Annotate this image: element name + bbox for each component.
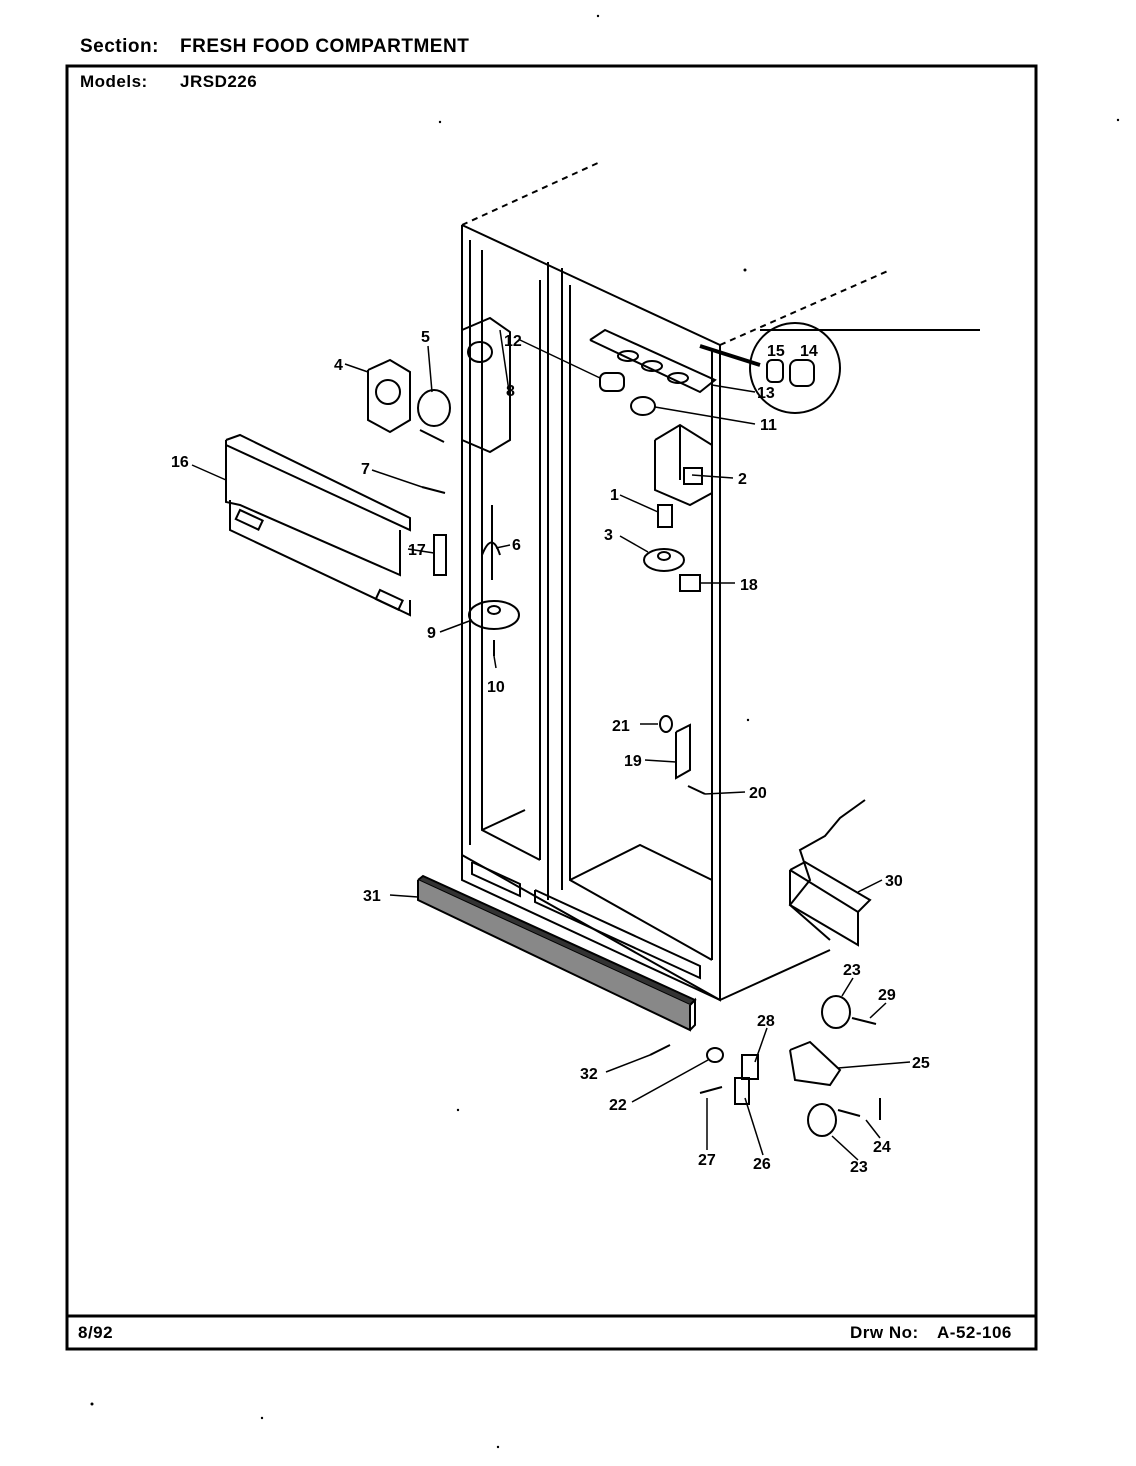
callout-11: 11 [760,417,777,434]
callout-23-bottom: 23 [850,1159,868,1176]
callout-26: 26 [753,1156,771,1173]
callout-22: 22 [609,1097,627,1114]
callout-labels: 4 5 8 16 7 17 6 9 10 12 15 14 13 11 2 1 … [171,329,930,1176]
callout-4: 4 [334,357,343,374]
inset-detail-circle [749,322,841,414]
callout-3: 3 [604,527,613,544]
callout-1: 1 [610,487,619,504]
callout-30: 30 [885,873,903,890]
callout-9: 9 [427,625,436,642]
section-label: Section: [80,36,159,57]
callout-16: 16 [171,454,189,471]
toe-grille [417,874,697,1032]
callout-13: 13 [757,385,775,402]
callout-21: 21 [612,718,630,735]
callout-29: 29 [878,987,896,1004]
section-value: FRESH FOOD COMPARTMENT [180,36,470,57]
callout-17: 17 [408,542,426,559]
drawing-label: Drw No: [850,1323,919,1342]
leader-lines [191,329,911,1161]
callout-8: 8 [506,383,515,400]
callout-10: 10 [487,679,505,696]
callout-23-top: 23 [843,962,861,979]
freezer-control-panel [225,433,411,617]
callout-20: 20 [749,785,767,802]
callout-28: 28 [757,1013,775,1030]
callout-27: 27 [698,1152,716,1169]
callout-31: 31 [363,888,381,905]
callout-32: 32 [580,1066,598,1083]
control-housing [654,423,713,507]
drawing-frame [65,64,1038,1351]
hinge-and-rollers [649,799,881,1137]
fresh-food-parts [599,372,706,795]
models-label: Models: [80,72,148,91]
drawing-number: A-52-106 [937,1323,1012,1342]
freezer-parts [367,316,520,656]
callout-6: 6 [512,537,521,554]
scan-specks [90,14,1120,1449]
callout-12: 12 [504,333,522,350]
callout-24: 24 [873,1139,891,1156]
callout-7: 7 [361,461,370,478]
cabinet [461,161,980,1002]
footer-date: 8/92 [78,1323,114,1342]
callout-14: 14 [800,343,818,360]
callout-18: 18 [740,577,758,594]
callout-5: 5 [421,329,430,346]
callout-19: 19 [624,753,642,770]
callout-2: 2 [738,471,747,488]
callout-25: 25 [912,1055,930,1072]
light-shield-bracket [589,328,761,394]
callout-15: 15 [767,343,785,360]
models-value: JRSD226 [180,72,258,91]
